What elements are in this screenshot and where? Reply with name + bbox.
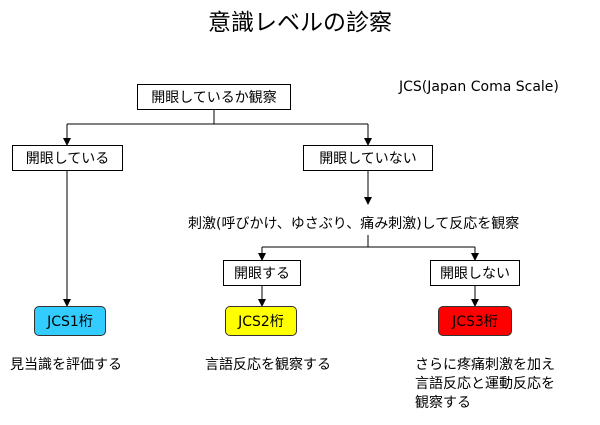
- jcs3-note-line-3: 観察する: [415, 395, 471, 411]
- node-root: 開眼しているか観察: [137, 84, 291, 110]
- node-does-not-open: 開眼しない: [430, 260, 520, 286]
- jcs2-note: 言語反応を観察する: [205, 356, 331, 375]
- jcs3-badge: JCS3桁: [438, 306, 512, 336]
- jcs3-note-line-1: さらに疼痛刺激を加え: [415, 357, 555, 373]
- jcs3-note: さらに疼痛刺激を加え 言語反応と運動反応を 観察する: [415, 356, 555, 413]
- jcs2-note-line: 言語反応を観察する: [205, 357, 331, 373]
- node-opens-on-stimulus: 開眼する: [223, 260, 301, 286]
- diagram-title: 意識レベルの診察: [208, 10, 392, 36]
- jcs1-badge: JCS1桁: [34, 306, 106, 336]
- node-eyes-closed: 開眼していない: [303, 145, 433, 171]
- jcs1-note: 見当識を評価する: [10, 356, 122, 375]
- node-stimulus-instruction: 刺激(呼びかけ、ゆさぶり、痛み刺激)して反応を観察: [188, 216, 520, 232]
- node-eyes-open: 開眼している: [12, 145, 123, 171]
- jcs3-note-line-2: 言語反応と運動反応を: [415, 376, 555, 392]
- scale-label: JCS(Japan Coma Scale): [399, 79, 559, 95]
- jcs2-badge: JCS2桁: [225, 306, 297, 336]
- jcs1-note-line: 見当識を評価する: [10, 357, 122, 373]
